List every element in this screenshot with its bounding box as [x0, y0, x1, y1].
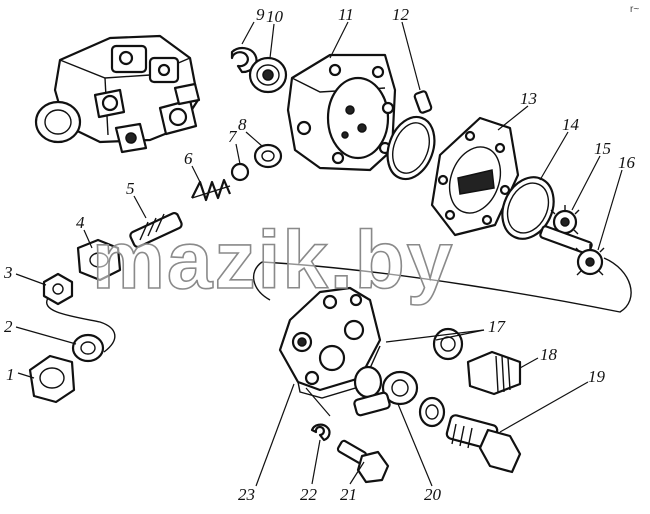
- callout-16: 16: [618, 153, 636, 172]
- callout-13: 13: [520, 89, 537, 108]
- callout-3: 3: [3, 263, 13, 282]
- washer-part: [253, 143, 283, 169]
- callout-19: 19: [588, 367, 606, 386]
- callout-12: 12: [392, 5, 410, 24]
- callout-7: 7: [228, 127, 238, 146]
- banjo-bolt-part: [445, 414, 522, 474]
- cap-part: [28, 354, 76, 404]
- callout-1: 1: [6, 365, 15, 384]
- washer-small-part: [71, 333, 105, 363]
- callout-11: 11: [338, 5, 354, 24]
- callout-5: 5: [126, 179, 135, 198]
- o-ring-part: [386, 115, 436, 181]
- callout-22: 22: [300, 485, 318, 504]
- callout-15: 15: [594, 139, 611, 158]
- callout-23: 23: [238, 485, 255, 504]
- shaft-gear-part: [539, 225, 605, 276]
- drive-gear-part: [550, 205, 580, 235]
- callout-18: 18: [540, 345, 558, 364]
- pin-part: [413, 90, 433, 114]
- hose-line-left: [252, 261, 271, 301]
- nut-part: [42, 272, 74, 306]
- union-fitting-part: [466, 350, 522, 396]
- corner-mark: r~: [630, 4, 639, 15]
- gasket-part: [501, 176, 555, 240]
- pump-assembly: [34, 34, 201, 154]
- callout-6: 6: [184, 149, 193, 168]
- leader-lines: [15, 21, 623, 487]
- fitting-part: [76, 238, 122, 282]
- washer-link-line: [46, 297, 116, 353]
- ball-part: [230, 162, 250, 182]
- filter-housing-part: [278, 286, 382, 399]
- callout-17: 17: [488, 317, 507, 336]
- banjo-fitting-part: [353, 365, 446, 428]
- retaining-ring-part: [230, 46, 258, 74]
- callout-9: 9: [256, 5, 265, 24]
- callout-8: 8: [238, 115, 247, 134]
- callout-4: 4: [76, 213, 85, 232]
- spring-part: [191, 178, 232, 202]
- callout-21: 21: [340, 485, 357, 504]
- clip-part: [310, 423, 331, 442]
- callout-10: 10: [266, 7, 284, 26]
- callout-20: 20: [424, 485, 442, 504]
- callout-2: 2: [4, 317, 13, 336]
- hose-line: [261, 257, 632, 313]
- watermark: mazik.by: [92, 215, 454, 306]
- pump-housing-part: [286, 53, 397, 172]
- valve-plunger-part: [129, 211, 183, 249]
- bolt-part: [336, 439, 390, 484]
- callout-14: 14: [562, 115, 580, 134]
- bearing-part: [248, 56, 288, 94]
